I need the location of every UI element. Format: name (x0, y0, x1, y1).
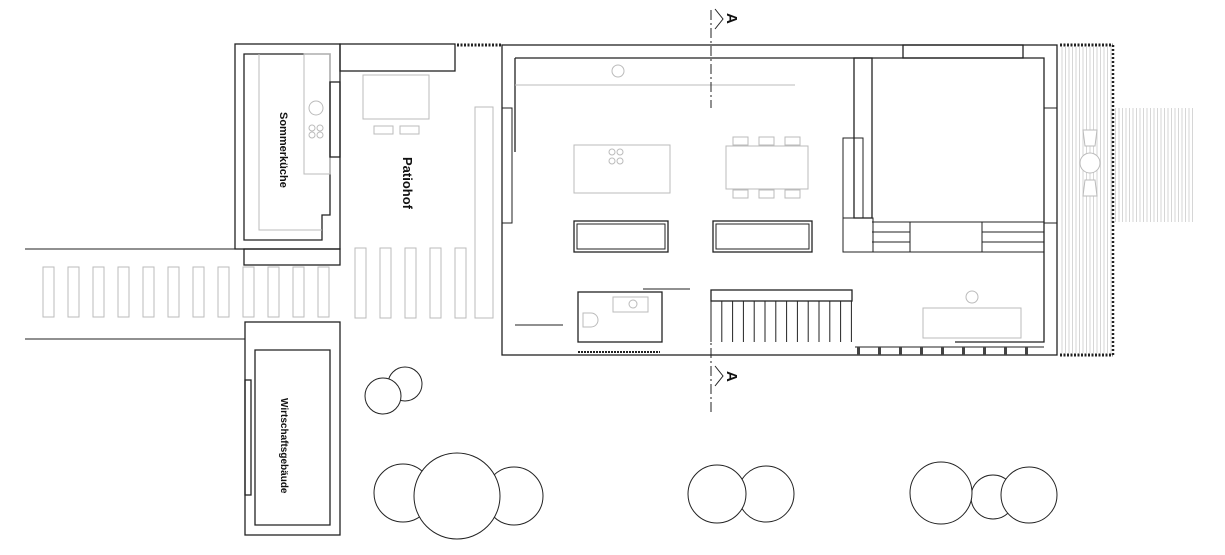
window-mullion (962, 347, 965, 355)
paving-slab (217, 266, 230, 318)
paving-slab (142, 266, 155, 318)
paving-slab (292, 266, 305, 318)
section-line-a: A A (710, 8, 740, 412)
room-label-utility-building: Wirtschaftsgebäude (278, 398, 289, 494)
garden-path (25, 106, 494, 340)
paving-slab (242, 266, 255, 318)
trees (364, 366, 1058, 540)
paving-slab (117, 266, 130, 318)
window-mullion (983, 347, 986, 355)
section-label-bottom: A (723, 371, 740, 382)
paving-slab (192, 266, 205, 318)
paving-slab (404, 247, 417, 319)
window-mullion (857, 347, 860, 355)
paving-slab (67, 266, 80, 318)
paving-slab (454, 247, 467, 319)
terrace-deck (1060, 43, 1193, 357)
room-label-patio: Patiohof (400, 157, 415, 210)
paving-slab (379, 247, 392, 319)
paving-slab (167, 266, 180, 318)
paving-slab (429, 247, 442, 319)
main-house (501, 44, 1058, 356)
window-mullion (920, 347, 923, 355)
window-mullion (941, 347, 944, 355)
window-mullion (1004, 347, 1007, 355)
paving-slab (354, 247, 367, 319)
room-label-summer-kitchen: Sommerküche (277, 112, 289, 188)
paving-slab (92, 266, 105, 318)
section-label-top: A (723, 13, 740, 24)
window-mullion (899, 347, 902, 355)
window-mullion (878, 347, 881, 355)
utility-building (244, 321, 341, 536)
paving-slab (267, 266, 280, 318)
patio-table (362, 74, 430, 120)
summer-kitchen-building (234, 43, 456, 266)
paving-slab (317, 266, 330, 318)
paving-slab (42, 266, 55, 318)
window-mullion (1025, 347, 1028, 355)
